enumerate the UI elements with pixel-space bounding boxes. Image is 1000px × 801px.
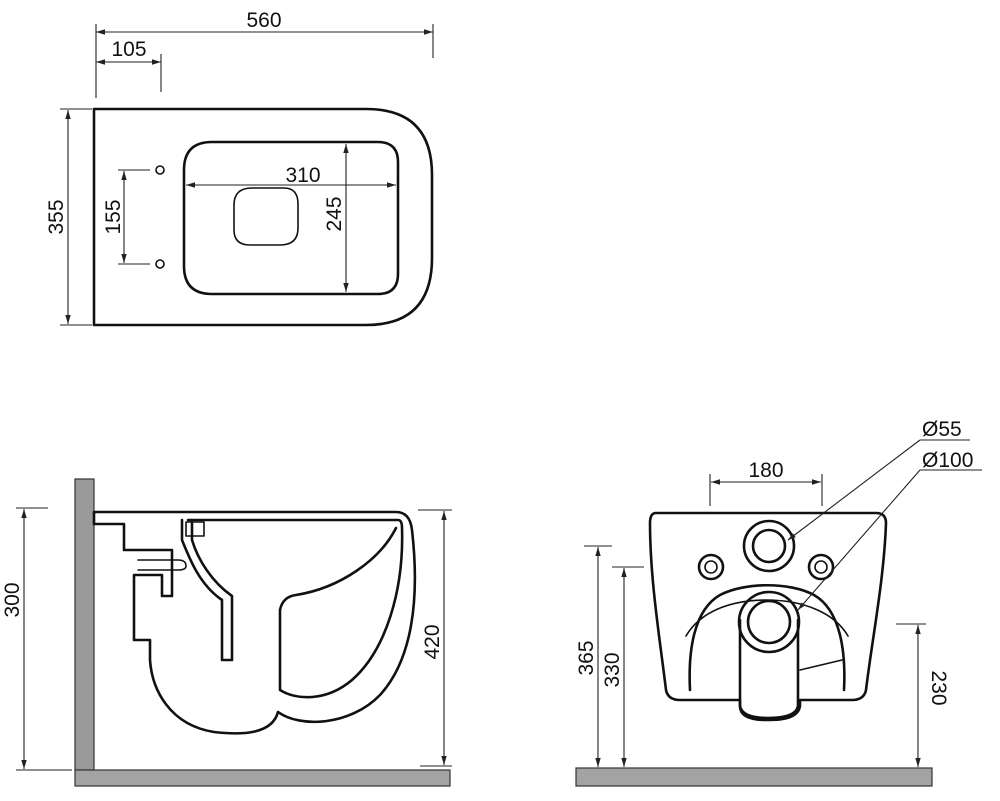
rear-view-bolt-left-inner bbox=[704, 560, 718, 574]
side-view-body-outline bbox=[92, 510, 417, 735]
rear-view-outlet-pipe bbox=[738, 618, 800, 720]
rear-view-bolt-right-inner bbox=[814, 560, 828, 574]
dim-label-inlet-diameter: Ø55 bbox=[922, 418, 962, 441]
dim-label-355: 355 bbox=[45, 199, 68, 234]
rear-view-inner-arch-3 bbox=[799, 659, 843, 671]
side-view-trapway bbox=[180, 518, 234, 662]
rear-view-outlet-pipe-inner bbox=[746, 599, 792, 645]
dim-label-245: 245 bbox=[323, 196, 346, 231]
leader-outlet-diameter bbox=[797, 469, 921, 611]
rear-view-floor bbox=[575, 767, 933, 787]
rear-view-inlet-outer bbox=[742, 519, 796, 573]
side-view-outlet bbox=[137, 559, 187, 571]
dim-label-300: 300 bbox=[1, 582, 24, 617]
dim-label-155: 155 bbox=[102, 199, 125, 234]
rear-view: 180 Ø55 Ø100 365 330 230 bbox=[575, 418, 982, 787]
dim-label-420: 420 bbox=[421, 624, 444, 659]
dim-label-560: 560 bbox=[246, 9, 281, 32]
dim-label-230: 230 bbox=[927, 670, 950, 705]
side-view-floor bbox=[74, 769, 451, 787]
rear-view-inlet-inner bbox=[751, 528, 787, 564]
top-view-drain-hole bbox=[233, 187, 299, 246]
dim-label-outlet-diameter: Ø100 bbox=[922, 449, 973, 472]
dim-label-310: 310 bbox=[285, 164, 320, 187]
side-view-bowl-inner bbox=[186, 518, 404, 699]
top-view: 560 105 355 155 310 245 bbox=[45, 9, 434, 327]
leader-inlet-diameter bbox=[787, 439, 921, 541]
side-view-wall bbox=[74, 478, 95, 771]
rear-view-body-outline bbox=[648, 511, 888, 722]
top-view-body-outline bbox=[92, 107, 434, 327]
dim-label-330: 330 bbox=[601, 652, 624, 687]
dim-label-365: 365 bbox=[575, 640, 598, 675]
rear-view-bolt-left-outer bbox=[697, 553, 725, 581]
dim-label-180: 180 bbox=[748, 459, 783, 482]
side-view-inlet bbox=[185, 521, 205, 537]
top-view-bowl-opening bbox=[182, 140, 400, 296]
side-view: 300 420 bbox=[1, 478, 452, 787]
top-view-mount-hole-lower bbox=[155, 259, 165, 269]
rear-view-inner-arch bbox=[688, 584, 846, 692]
rear-view-inner-arch-2 bbox=[685, 599, 849, 637]
rear-view-bolt-right-outer bbox=[807, 553, 835, 581]
rear-view-outlet-pipe-outer bbox=[737, 590, 801, 654]
dim-label-105: 105 bbox=[111, 38, 146, 61]
top-view-mount-hole-upper bbox=[155, 165, 165, 175]
